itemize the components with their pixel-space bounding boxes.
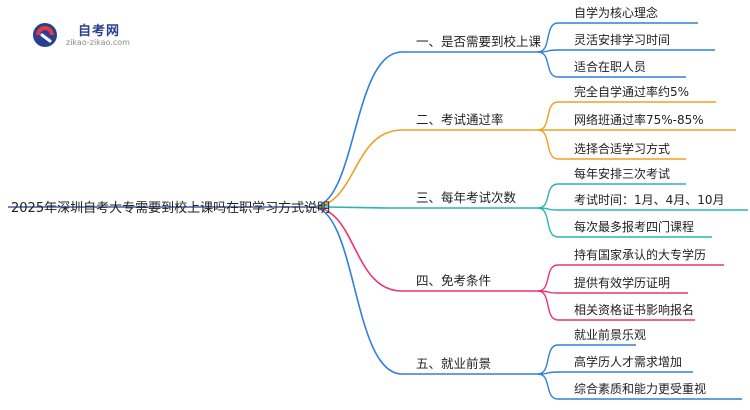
mindmap-links [8,22,748,400]
leaf-node-label: 选择合适学习方式 [574,141,670,156]
leaf-node-label: 网络班通过率75%-85% [574,112,704,127]
branch-connector [311,206,403,209]
branch-node-label: 二、考试通过率 [416,112,504,127]
branch-node-label: 一、是否需要到校上课 [416,34,542,49]
branch-node-label: 四、免考条件 [416,273,491,288]
leaf-node-label: 就业前景乐观 [574,327,646,342]
leaf-node-label: 完全自学通过率约5% [574,84,689,99]
leaf-connector [537,183,559,209]
branch-connector [311,51,403,208]
root-node-label: 2025年深圳自考大专需要到校上课吗在职学习方式说明 [11,200,330,216]
leaf-node-label: 提供有效学历证明 [574,275,670,290]
branch-connector [311,206,403,375]
branch-node-label: 三、每年考试次数 [416,190,517,205]
leaf-connector [537,344,559,375]
leaf-node-label: 高学历人才需求增加 [574,354,682,369]
branch-connector [311,206,403,292]
zikao-logo-icon [33,23,57,47]
leaf-connector [537,51,559,78]
branch-connector [311,129,403,208]
leaf-connector [537,207,559,238]
logo-title: 自考网 [78,24,121,39]
leaf-node-label: 相关资格证书影响报名 [574,302,694,317]
leaf-connector [537,373,559,400]
leaf-connector [537,101,559,131]
leaf-node-label: 适合在职人员 [574,59,646,74]
leaf-node-label: 每年安排三次考试 [574,166,670,181]
leaf-connector [537,290,559,321]
leaf-node-label: 持有国家承认的大专学历 [574,247,706,262]
leaf-connector [537,129,559,160]
leaf-node-label: 灵活安排学习时间 [574,32,670,47]
leaf-connector [537,22,559,53]
leaf-connector [537,264,559,292]
leaf-node-label: 考试时间：1月、4月、10月 [574,192,725,207]
logo: 自考网 zikao-zikao.com [30,18,140,52]
leaf-node-label: 自学为核心理念 [574,5,658,20]
branch-node-label: 五、就业前景 [416,356,491,371]
logo-subtitle: zikao-zikao.com [66,38,130,47]
leaf-node-label: 综合素质和能力更受重视 [574,381,706,396]
leaf-node-label: 每次最多报考四门课程 [574,219,694,234]
